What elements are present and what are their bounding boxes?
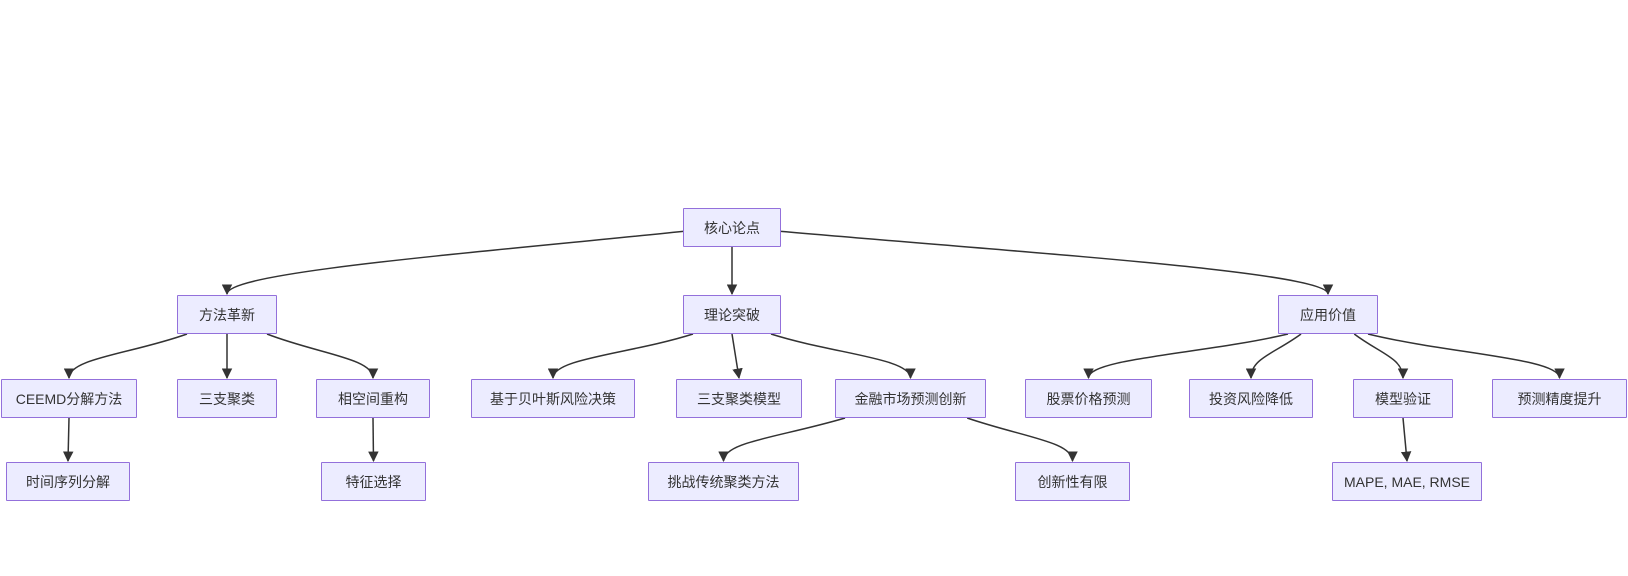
node-label: 金融市场预测创新 — [854, 390, 967, 407]
node-label: CEEMD分解方法 — [15, 390, 123, 407]
edge-group — [62, 230, 1565, 463]
edge-application-precision — [1367, 333, 1565, 380]
node-finance: 金融市场预测创新 — [835, 379, 986, 418]
node-ceemd: CEEMD分解方法 — [1, 379, 137, 418]
node-threeway: 三支聚类 — [177, 379, 277, 418]
node-label: 基于贝叶斯风险决策 — [490, 390, 616, 407]
node-label: MAPE, MAE, RMSE — [1343, 473, 1471, 490]
node-bayes: 基于贝叶斯风险决策 — [471, 379, 635, 418]
node-challenge: 挑战传统聚类方法 — [648, 462, 799, 501]
edge-application-stock — [1083, 333, 1289, 380]
node-label: 模型验证 — [1375, 390, 1431, 407]
node-label: 时间序列分解 — [26, 473, 110, 490]
node-limited: 创新性有限 — [1015, 462, 1130, 501]
node-theory: 理论突破 — [683, 295, 781, 334]
node-method: 方法革新 — [177, 295, 277, 334]
edge-application-risk — [1245, 333, 1302, 380]
node-threewaymodel: 三支聚类模型 — [676, 379, 802, 418]
edge-core-application — [780, 230, 1334, 296]
node-feature: 特征选择 — [321, 462, 426, 501]
node-precision: 预测精度提升 — [1492, 379, 1627, 418]
edge-theory-threewaymodel — [731, 333, 743, 380]
edge-validation-mape — [1400, 417, 1412, 463]
node-validation: 模型验证 — [1353, 379, 1453, 418]
node-mape: MAPE, MAE, RMSE — [1332, 462, 1482, 501]
node-label: 股票价格预测 — [1046, 390, 1131, 407]
edge-theory-bayes — [547, 333, 694, 380]
node-label: 理论突破 — [704, 306, 760, 323]
edge-core-method — [221, 230, 684, 296]
node-phase: 相空间重构 — [316, 379, 430, 418]
node-core: 核心论点 — [683, 208, 781, 247]
node-label: 特征选择 — [345, 473, 402, 490]
edge-method-ceemd — [63, 333, 188, 380]
node-label: 挑战传统聚类方法 — [667, 473, 780, 490]
node-label: 核心论点 — [704, 219, 760, 236]
node-label: 三支聚类模型 — [697, 390, 781, 407]
edge-finance-challenge — [718, 417, 846, 463]
node-label: 创新性有限 — [1037, 473, 1108, 490]
edge-application-validation — [1353, 333, 1409, 380]
node-label: 相空间重构 — [338, 390, 408, 407]
edge-theory-finance — [770, 333, 916, 380]
node-stock: 股票价格预测 — [1025, 379, 1152, 418]
edge-method-phase — [266, 333, 379, 380]
node-risk: 投资风险降低 — [1189, 379, 1313, 418]
node-label: 投资风险降低 — [1209, 390, 1293, 407]
edge-finance-limited — [966, 417, 1078, 463]
node-timeseries: 时间序列分解 — [6, 462, 130, 501]
node-label: 方法革新 — [199, 306, 255, 323]
node-label: 应用价值 — [1300, 306, 1356, 323]
edge-ceemd-timeseries — [62, 417, 74, 463]
node-label: 预测精度提升 — [1517, 390, 1602, 407]
node-application: 应用价值 — [1278, 295, 1378, 334]
node-label: 三支聚类 — [199, 390, 255, 407]
edge-phase-feature — [368, 417, 379, 463]
